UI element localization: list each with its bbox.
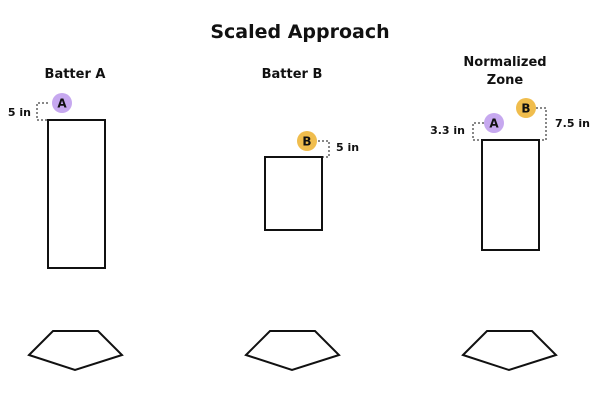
panel-batter-b-label: Batter B (262, 67, 323, 82)
ball-b-circle (297, 131, 317, 151)
normalized-a-gap-label: 3.3 in (430, 124, 465, 137)
batter-b-gap-label: 5 in (336, 141, 359, 154)
batter-a-gap-label: 5 in (8, 106, 31, 119)
normalized-ball-a-letter: A (489, 117, 499, 131)
ball-b-marker: B (297, 131, 317, 151)
diagram-title: Scaled Approach (210, 21, 389, 43)
panel-batter-a: Batter A 5 in A (8, 67, 124, 372)
batter-b-home-plate (244, 330, 341, 372)
batter-a-strike-zone (47, 119, 106, 269)
normalized-b-gap-bracket (536, 107, 547, 141)
batter-a-gap-bracket (36, 102, 48, 121)
normalized-ball-a-marker: A (484, 113, 504, 133)
batter-b-gap-bracket (318, 140, 330, 158)
ball-a-circle (52, 93, 72, 113)
ball-a-letter: A (57, 97, 67, 111)
normalized-ball-b-marker: B (516, 98, 536, 118)
normalized-home-plate (461, 330, 558, 372)
normalized-b-gap-label: 7.5 in (555, 117, 590, 130)
normalized-ball-b-circle (516, 98, 536, 118)
panel-normalized-zone: Normalized Zone 3.3 in 7.5 in A B (430, 55, 590, 372)
panel-batter-a-label: Batter A (45, 67, 106, 82)
normalized-a-gap-bracket (472, 122, 484, 141)
normalized-strike-zone (481, 139, 540, 251)
ball-a-marker: A (52, 93, 72, 113)
panel-normalized-label-line2: Zone (487, 73, 524, 88)
panel-batter-b: Batter B 5 in B (244, 67, 359, 372)
normalized-ball-b-letter: B (521, 102, 530, 116)
panel-normalized-label-line1: Normalized (463, 55, 546, 70)
ball-b-letter: B (302, 135, 311, 149)
normalized-ball-a-circle (484, 113, 504, 133)
batter-a-home-plate (27, 330, 124, 372)
batter-b-strike-zone (264, 156, 323, 231)
